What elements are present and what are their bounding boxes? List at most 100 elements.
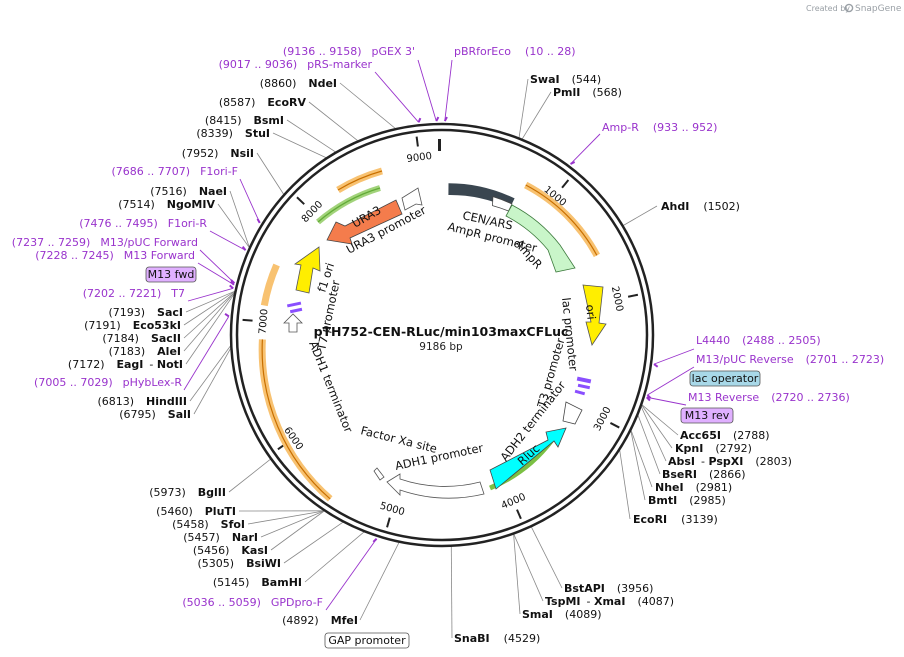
tick-mark [609,422,620,429]
primer-mark [646,396,651,402]
leader-lines [183,78,679,639]
primer-mark [241,246,247,251]
t7-block [286,301,302,308]
site-eco53ki: (7191)Eco53kI [84,319,181,332]
site-hindiii: (6813)HindIII [97,395,187,408]
pbr-mark [438,139,441,151]
ura3-band-1-line [337,170,383,191]
tick-label: 4000 [500,492,528,512]
site-leader-line [304,531,365,583]
primer-leader-line [444,59,453,122]
site-leader-line [359,542,400,621]
tick-label: 7000 [258,308,271,334]
site-leader-line [193,348,231,415]
primer-leader-line [239,178,261,224]
site-leader-line [450,546,453,639]
site-leader-line [189,345,231,402]
primer-leader-line [374,71,419,123]
adh1-terminator-arrow [283,313,303,333]
ura3-band-2-line [316,185,381,225]
site-leader-line [247,510,324,525]
t3-block [574,389,586,396]
ori-feature [582,284,607,346]
site-bstapi: BstAPI(3956) [564,582,653,595]
site-leader-line [286,119,336,153]
primer-t7: (7202 .. 7221)T7 [83,287,185,300]
site-bsmi: (8415)BsmI [205,114,284,127]
primer-leader-line [209,230,246,251]
site-leader-line [637,415,661,475]
primer-leader-line [183,316,230,391]
m13-fwd-label: M13 fwd [148,268,195,281]
site-naei: (7516)NaeI [150,185,227,198]
adh2-terminator-arrow [562,401,583,425]
site-leader-line [513,534,521,615]
site-nari: (5457)NarI [183,531,258,544]
site-pluti: (5460)PluTI [156,505,236,518]
site-leader-line [619,450,631,520]
primer-leader-line [199,249,235,284]
backbone-inner-ring [235,128,649,542]
site-sacii: (7184)SacII [102,332,181,345]
credit-brand: SnapGene [855,4,902,14]
tick-mark [386,517,391,528]
primer-mark [435,116,440,122]
site-leader-line [185,290,235,313]
site-leader-line [531,527,563,589]
primer-mark [653,363,659,368]
ura3-feature [326,199,403,245]
primer-leader-line [325,538,377,611]
site-leader-line [183,292,235,352]
primer-mark [229,284,234,290]
primer-f1ori-f: (7686 .. 7707)F1ori-F [112,165,239,178]
site-leader-line [185,294,235,365]
site-leader-line [339,82,396,129]
site-leader-line [283,522,344,564]
primer-l4440: L4440(2488 .. 2505) [696,334,821,347]
label-adh1-terminator: ADH1 terminator [306,339,356,435]
site-sali: (6795)SalI [119,408,191,421]
gap-promoter-label: GAP promoter [328,634,406,647]
primer-leader-line [417,59,437,122]
primer-mark [443,116,448,122]
tick-label: 9000 [406,151,433,165]
primer-mark [230,279,236,284]
primer-phyblex-r: (7005 .. 7029)pHybLex-R [34,376,182,389]
site-swai: SwaI(544) [530,73,601,86]
primer-f1ori-r: (7476 .. 7495)F1ori-R [79,217,207,230]
ori-band-line [525,184,598,256]
site-leader-line [630,431,646,501]
site-labels: SwaI(544) PmlI(568) AhdI(1502) Acc65I(27… [454,73,792,645]
site-leader-line [521,91,552,140]
site-leader-line [228,459,271,493]
site-smai: SmaI(4089) [522,608,601,621]
ura3-promoter-arrow [401,187,423,211]
primer-leader-line [653,348,695,365]
primer-gpdpro-f: (5036 .. 5059)GPDpro-F [182,596,323,609]
site-kpni: KpnI(2792) [675,442,752,455]
tick-label: 2000 [609,285,625,312]
site-ecorv: (8587)EcoRV [219,96,307,109]
site-saci: (7193)SacI [108,306,183,319]
credit-prefix: Created by [806,4,850,13]
f1-ori-feature [293,246,321,294]
site-leader-line [183,291,235,326]
primer-pgex: (9136 .. 9158)pGEX 3' [283,45,415,58]
lac-block-2 [577,383,591,390]
site-ahdi: AhdI(1502) [661,200,740,213]
adh1-promoter-arrow [386,473,485,499]
primer-amp-r: Amp-R(933 .. 952) [602,121,717,134]
primer-mark [570,161,576,165]
site-labels-left: (4892)MfeI (5145)BamHI (5305)BsiWI (5456… [68,77,358,627]
site-leader-line [272,132,327,158]
plasmid-length: 9186 bp [419,341,463,353]
primer-leader-line [187,287,234,302]
site-bglii: (5973)BglII [149,486,226,499]
tick-mark [516,509,522,520]
m13-rev-label: M13 rev [685,409,730,422]
tick-mark [415,136,419,147]
site-leader-line [217,203,250,248]
primer-m13-puc-fwd: (7237 .. 7259)M13/pUC Forward [12,236,198,249]
inner-features [283,139,607,499]
